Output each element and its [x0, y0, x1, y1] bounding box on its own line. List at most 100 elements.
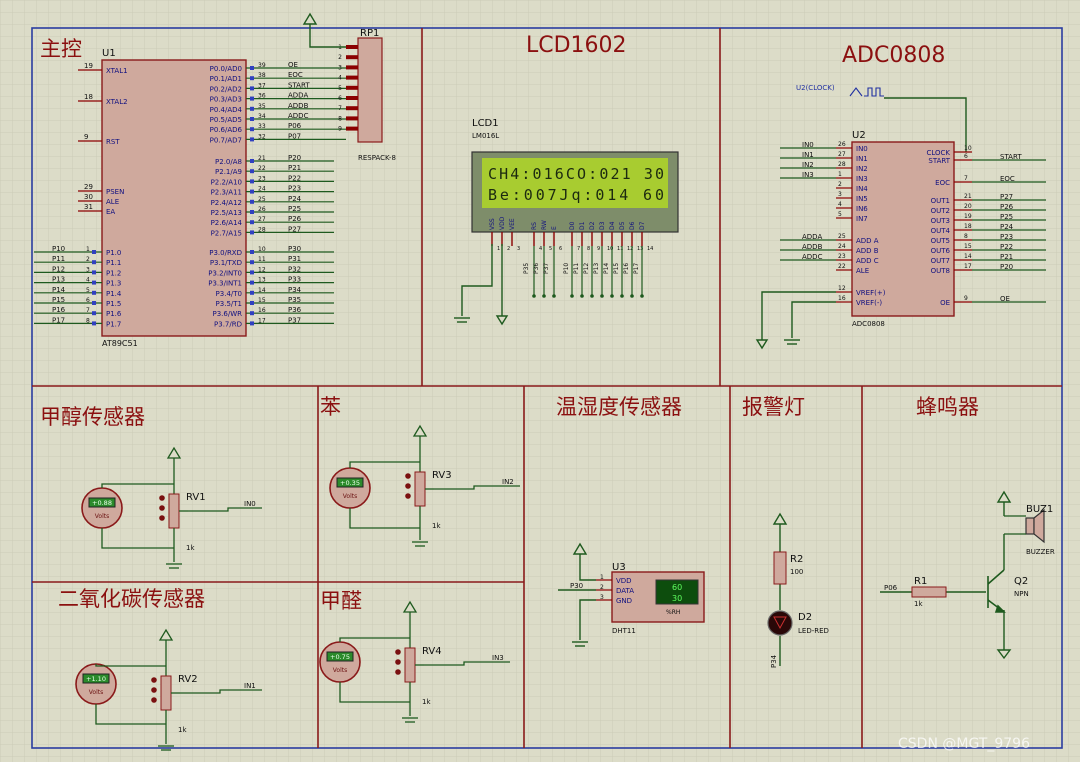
- u2-pin-num: 14: [964, 253, 972, 260]
- u2-pin-name: IN6: [856, 205, 868, 213]
- buzzer-circuit[interactable]: P06 R1 1k Q2 NPN BUZ1 BUZZER: [880, 490, 1055, 660]
- lcd1-pin-num: 5: [549, 246, 552, 252]
- r2-ref: R2: [790, 554, 803, 565]
- u1-ref: U1: [102, 48, 116, 59]
- u1-pin-name: P1.1: [106, 259, 121, 267]
- clock-source-icon: [849, 87, 967, 152]
- title-formaldehyde: 甲醛: [320, 589, 362, 613]
- rv3-wire-top: [349, 461, 420, 468]
- u1-right-net: P33: [288, 276, 301, 284]
- alarm-led-circuit[interactable]: R2 100 D2 LED-RED P34: [767, 512, 829, 668]
- rv4-pin-dot: [395, 669, 401, 675]
- rv4-wire-top: [339, 637, 410, 642]
- rv1-net: IN0: [244, 500, 256, 508]
- u2-right-net: P24: [1000, 223, 1014, 231]
- u2-pin-name: OUT6: [931, 247, 951, 255]
- u1-pin-num: 29: [84, 183, 93, 191]
- u1-right-net: OE: [288, 61, 298, 69]
- u1-pin-marker: [250, 159, 254, 163]
- buzzer-icon: [1004, 508, 1045, 544]
- u1-right-net: P32: [288, 265, 301, 273]
- u1-pin-num: 3: [86, 266, 90, 273]
- lcd1-wire-end: [542, 294, 546, 298]
- u2-pin-num: 1: [838, 171, 842, 178]
- q2-part: NPN: [1014, 590, 1029, 598]
- rv1-pin-dot: [159, 495, 165, 501]
- u2-pin-name: START: [928, 157, 950, 165]
- u1-pin-name: P3.2/INT0: [208, 269, 242, 277]
- u2-pin-num: 23: [838, 253, 846, 260]
- rv1-pin-dot: [159, 505, 165, 511]
- d2-net: P34: [770, 654, 778, 668]
- rv3-vcc-icon: [412, 424, 428, 437]
- u1-pin-name: P3.6/WR: [213, 310, 243, 318]
- lcd1-pin-num: 7: [577, 246, 580, 252]
- rv1-meter-screen: [88, 497, 116, 508]
- u2-adc[interactable]: U2(CLOCK) U2 ADC0808 26IN0IN027IN1IN128I…: [755, 84, 1046, 350]
- r1-ref: R1: [914, 576, 927, 587]
- u2-part: ADC0808: [852, 320, 885, 328]
- u1-pin-num: 7: [86, 307, 90, 314]
- u1-pin-name: P1.7: [106, 320, 121, 328]
- u1-right-net: P24: [288, 195, 302, 203]
- u3-temp-value: 60: [672, 583, 682, 592]
- lcd1-wire-end: [640, 294, 644, 298]
- lcd1-display[interactable]: LCD1 LM016L CH4:016CO:021 30 Be:007Jq:01…: [454, 118, 679, 326]
- lcd1-wire-end: [600, 294, 604, 298]
- rv3-pin-dot: [405, 483, 411, 489]
- u2-pin-num: 26: [838, 141, 846, 148]
- rp1-pin: [346, 126, 358, 131]
- u2-pin-name: IN1: [856, 155, 868, 163]
- u1-pin-name: P0.7/AD7: [210, 136, 242, 144]
- u2-right-net: START: [1000, 153, 1022, 161]
- u3-pin-num: 3: [600, 594, 604, 601]
- u1-pin-marker: [250, 311, 254, 316]
- u2-pin-num: 17: [964, 263, 972, 270]
- lcd1-net-label: P37: [543, 263, 550, 274]
- lcd1-wire-end: [532, 294, 536, 298]
- u2-pin-num: 21: [964, 193, 972, 200]
- rv1-meter-value: +0.88: [92, 499, 112, 507]
- u1-right-net: P37: [288, 316, 301, 324]
- lcd1-pin-name: VDD: [499, 216, 506, 230]
- rv2-meter-unit: Volts: [89, 689, 103, 696]
- u2-left-net: IN3: [802, 171, 814, 179]
- u1-pin-marker: [250, 321, 254, 326]
- u2-pin-num: 15: [964, 243, 972, 250]
- r1-resistor: [911, 586, 947, 598]
- u1-pin-name: P0.2/AD2: [210, 85, 242, 93]
- u1-pin-name: P2.2/A10: [211, 178, 242, 186]
- rp1-pin-num: 5: [338, 85, 342, 92]
- lcd1-screen: [482, 158, 668, 208]
- u1-pin-marker: [250, 189, 254, 194]
- lcd1-wire-end: [590, 294, 594, 298]
- u1-pin-name: P2.3/A11: [211, 189, 242, 197]
- watermark: CSDN @MGT_9796: [898, 736, 1030, 752]
- u1-pin-num: 32: [258, 133, 266, 140]
- rv1-wire-top: [101, 483, 174, 488]
- lcd1-pin-num: 8: [587, 246, 590, 252]
- u2-pin-name: IN7: [856, 215, 868, 223]
- title-benzene: 苯: [320, 395, 341, 419]
- u1-right-net: P22: [288, 174, 301, 182]
- u2-pin-name: ADD A: [856, 237, 879, 245]
- rv3-out-wire: [434, 485, 520, 490]
- rv4-ref: RV4: [422, 646, 442, 657]
- rv4-meter-unit: Volts: [333, 667, 347, 674]
- u1-microcontroller[interactable]: U1 AT89C51 19XTAL118XTAL29RST29PSEN30ALE…: [34, 48, 346, 348]
- rp1-part: RESPACK-8: [358, 154, 396, 162]
- u1-pin-name: P1.3: [106, 280, 121, 288]
- rv2-pin-dot: [151, 677, 157, 683]
- u1-pin-marker: [92, 290, 96, 295]
- u3-wiring: [558, 542, 596, 647]
- u2-pin-num: 27: [838, 151, 846, 158]
- r2-resistor: [773, 551, 787, 585]
- rv1-meter-unit: Volts: [95, 513, 109, 520]
- u1-pin-num: 15: [258, 297, 266, 304]
- u1-pin-num: 36: [258, 93, 266, 100]
